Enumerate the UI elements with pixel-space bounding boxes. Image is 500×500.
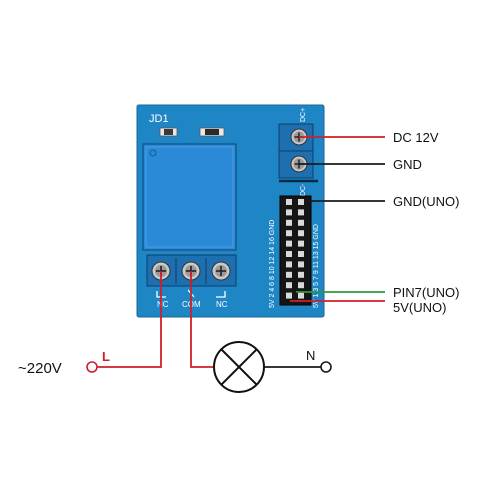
header-pin	[286, 199, 292, 205]
label-gnd-uno: GND(UNO)	[393, 194, 459, 209]
dc-plus-label: DC+	[300, 108, 307, 122]
wire-live	[97, 271, 162, 368]
wire-com-to-lamp	[190, 271, 214, 368]
no-switch-symbol	[216, 291, 226, 298]
nc-switch-symbol	[156, 291, 166, 298]
header-pin	[298, 219, 304, 226]
header-pin	[286, 261, 292, 268]
dc-minus-label: DC-	[300, 183, 307, 196]
label-gnd: GND	[393, 157, 422, 172]
header-pin	[298, 271, 304, 278]
label-dc12v: DC 12V	[393, 130, 439, 145]
header-pin	[298, 282, 304, 289]
header-pin	[298, 240, 304, 247]
relay-dot	[149, 149, 157, 157]
board-label: JD1	[149, 113, 169, 125]
terminal-label-left: NC	[157, 300, 169, 309]
label-5v-uno: 5V(UNO)	[393, 300, 446, 315]
header-pin	[298, 209, 304, 216]
header-pin	[298, 230, 304, 237]
header-pin	[286, 292, 292, 299]
voltage-label: ~220V	[18, 360, 62, 377]
screw-terminal-icon	[211, 261, 231, 281]
header-pin	[298, 292, 304, 299]
neutral-terminal-icon	[320, 361, 332, 373]
neutral-label: N	[306, 348, 315, 363]
header-pin	[286, 240, 292, 247]
terminal-label-right: NC	[216, 300, 228, 309]
header-pin	[298, 199, 304, 205]
header-pin	[286, 230, 292, 237]
screw-terminal-icon	[290, 128, 308, 146]
header-pin	[286, 282, 292, 289]
header-pin	[286, 219, 292, 226]
header-pin	[286, 251, 292, 257]
header-pin	[298, 261, 304, 268]
pin-header	[279, 195, 312, 306]
header-pin	[286, 209, 292, 216]
live-label: L	[102, 349, 110, 364]
label-pin7-uno: PIN7(UNO)	[393, 285, 459, 300]
live-terminal-icon	[86, 361, 98, 373]
relay-body	[142, 143, 237, 251]
header-pin	[298, 251, 304, 257]
lamp-icon	[213, 341, 265, 393]
header-top-row-label: 5V 2 4 6 8 10 12 14 16 GND	[269, 220, 276, 308]
header-pin	[286, 271, 292, 278]
header-pins	[286, 199, 304, 299]
header-bottom-row-label: 5V 1 3 5 7 9 11 13 15 GND	[313, 224, 320, 308]
